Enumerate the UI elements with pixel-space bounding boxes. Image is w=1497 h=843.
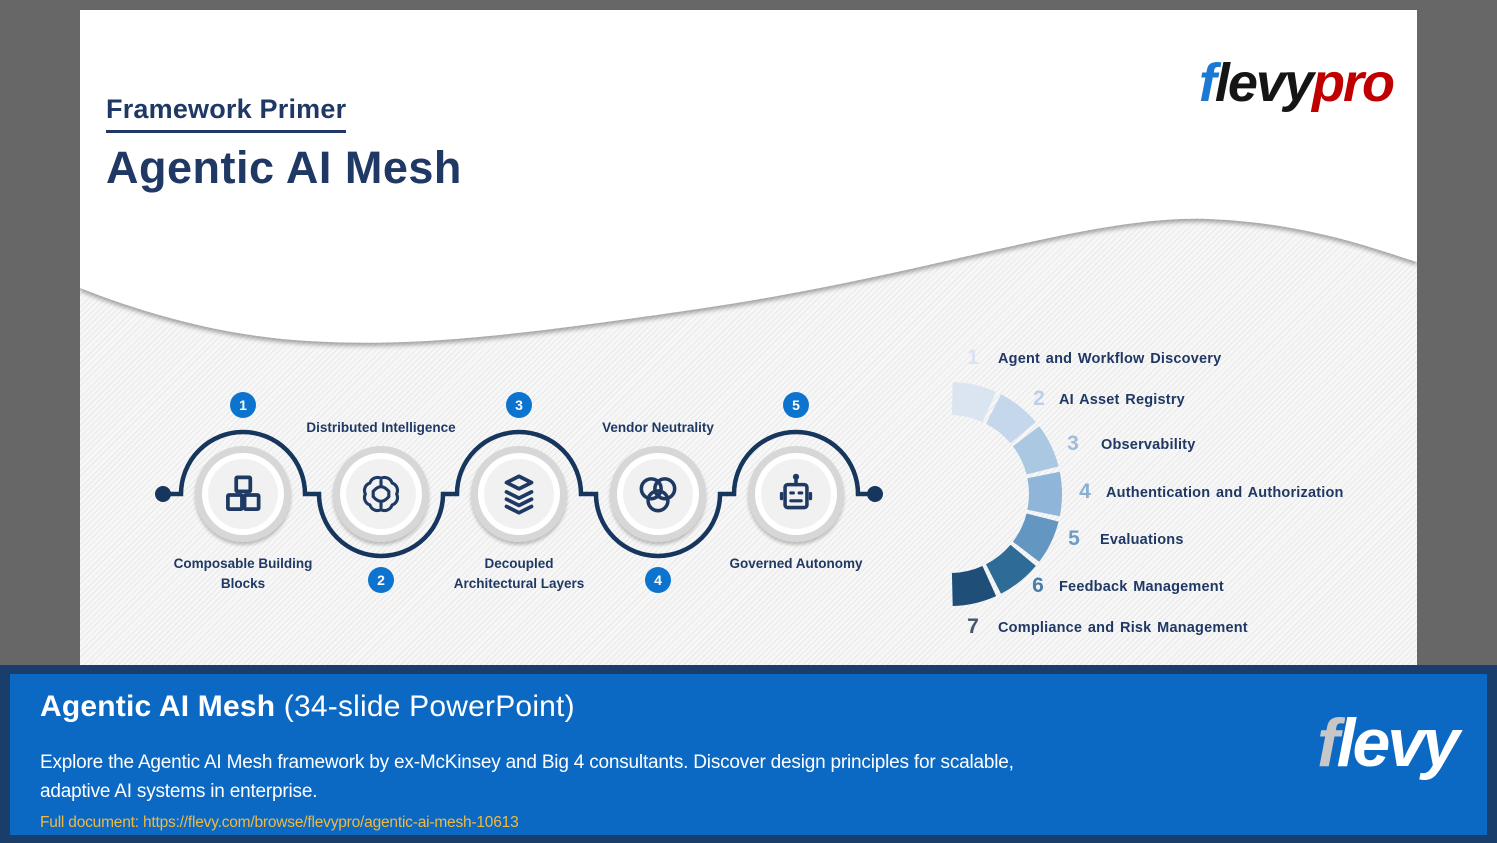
journey-step-circle xyxy=(195,446,291,542)
circle-inner xyxy=(484,459,554,529)
banner-description: Explore the Agentic AI Mesh framework by… xyxy=(40,752,1014,802)
banner-title-bold: Agentic AI Mesh xyxy=(40,690,276,723)
step-number-badge: 5 xyxy=(783,392,809,418)
process-step-label: AI Asset Registry xyxy=(1059,392,1185,408)
process-step-number: 1 xyxy=(967,346,979,369)
eyebrow-title: Framework Primer xyxy=(106,94,347,133)
process-step-label: Evaluations xyxy=(1100,532,1184,548)
step-number-badge: 3 xyxy=(506,392,532,418)
step-number-badge: 1 xyxy=(230,392,256,418)
journey-end-dot xyxy=(867,486,883,502)
journey-step-circle xyxy=(471,446,567,542)
banner-title: Agentic AI Mesh (34-slide PowerPoint) xyxy=(40,690,575,724)
process-step-label: Compliance and Risk Management xyxy=(998,620,1248,636)
flevy-logo-levy: levy xyxy=(1336,705,1460,781)
process-step-label: Agent and Workflow Discovery xyxy=(998,351,1222,367)
journey-connector-line xyxy=(168,429,878,559)
step-label: Distributed Intelligence xyxy=(306,420,456,435)
bottom-banner: Agentic AI Mesh (34-slide PowerPoint) Ex… xyxy=(0,665,1497,843)
flevypro-logo-f: f xyxy=(1198,53,1217,113)
hatched-background xyxy=(80,210,1417,665)
circle-inner xyxy=(761,459,831,529)
journey-step-circle xyxy=(610,446,706,542)
process-donut-segment xyxy=(951,382,997,422)
process-donut-segment xyxy=(951,566,997,606)
robot-icon xyxy=(771,469,821,519)
bottom-banner-panel: Agentic AI Mesh (34-slide PowerPoint) Ex… xyxy=(10,674,1487,835)
process-donut-segment xyxy=(1027,471,1063,517)
process-step-label: Authentication and Authorization xyxy=(1106,485,1344,501)
journey-start-dot xyxy=(155,486,171,502)
slide: Framework Primer Agentic AI Mesh flevypr… xyxy=(80,10,1417,665)
step-label: Decoupled Architectural Layers xyxy=(453,556,585,591)
process-step-number: 7 xyxy=(967,615,979,638)
wave-divider xyxy=(80,10,1417,343)
journey-step-circle xyxy=(333,446,429,542)
layers-icon xyxy=(494,469,544,519)
process-step-number: 5 xyxy=(1068,527,1080,550)
circle-inner xyxy=(208,459,278,529)
flevypro-logo: flevypro xyxy=(1198,52,1395,114)
brain-icon xyxy=(356,469,406,519)
process-donut-segment xyxy=(1012,426,1059,475)
step-label: Vendor Neutrality xyxy=(602,420,714,435)
slide-graphics xyxy=(80,10,1417,606)
step-number-badge: 4 xyxy=(645,567,671,593)
flevy-logo: flevy xyxy=(1316,704,1460,782)
process-half-donut xyxy=(951,382,1063,606)
journey-step-circle xyxy=(748,446,844,542)
building-blocks-icon xyxy=(218,469,268,519)
flevy-logo-f: f xyxy=(1316,705,1340,781)
process-donut-segment xyxy=(986,394,1036,444)
process-step-number: 2 xyxy=(1033,387,1045,410)
process-donut-segment xyxy=(986,544,1036,594)
circle-inner xyxy=(623,459,693,529)
process-step-number: 6 xyxy=(1032,574,1044,597)
process-step-label: Observability xyxy=(1101,437,1196,453)
page-title: Agentic AI Mesh xyxy=(106,142,462,193)
step-number-badge: 2 xyxy=(368,567,394,593)
process-step-number: 3 xyxy=(1067,432,1079,455)
step-label: Composable Building Blocks xyxy=(173,556,313,591)
banner-title-rest: (34-slide PowerPoint) xyxy=(275,690,575,723)
flevypro-logo-pro: pro xyxy=(1312,53,1395,113)
title-block: Framework Primer Agentic AI Mesh xyxy=(106,94,462,194)
process-step-number: 4 xyxy=(1079,480,1091,503)
flevypro-logo-levy: levy xyxy=(1214,53,1314,113)
circle-inner xyxy=(346,459,416,529)
venn-circles-icon xyxy=(633,469,683,519)
process-step-label: Feedback Management xyxy=(1059,579,1224,595)
document-url-link[interactable]: Full document: https://flevy.com/browse/… xyxy=(40,814,519,831)
step-label: Governed Autonomy xyxy=(729,556,863,571)
process-donut-segment xyxy=(1012,513,1059,562)
